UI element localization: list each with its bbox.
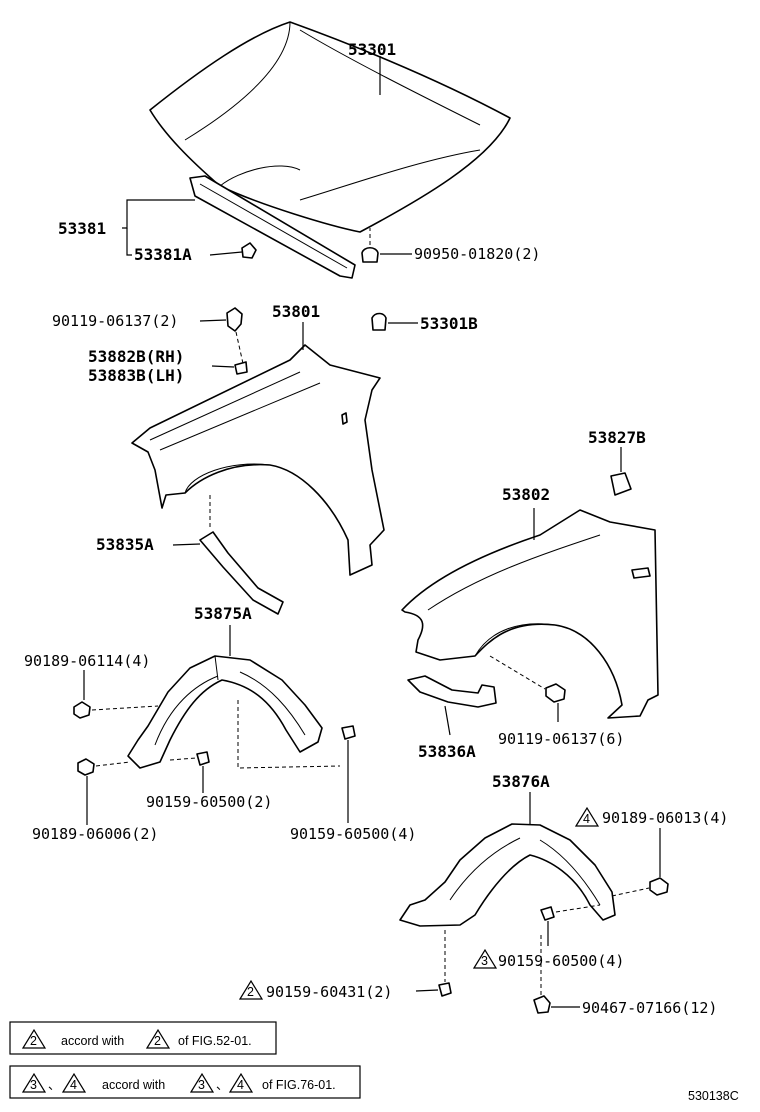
- note2-badge-c: 3: [198, 1078, 205, 1092]
- hood-seal-clip-bracket: [126, 228, 132, 256]
- note2-badge-d: 4: [237, 1078, 244, 1092]
- fender-bolt-bottom-drawing: [489, 655, 566, 703]
- hood-seal-drawing: [189, 175, 356, 279]
- label-fender-lh: 53802: [502, 485, 550, 504]
- hood-cushion-drawing: [361, 228, 379, 263]
- liner-rh-screw-2-drawing: [237, 700, 356, 769]
- fender-brace-lh-leader: [444, 705, 451, 736]
- hood-seal-clip-drawing: [241, 242, 257, 259]
- badge-4-top: 4: [574, 806, 600, 827]
- liner-lh-screw-2-leader: [415, 989, 439, 992]
- hood-stopper-drawing: [371, 312, 387, 331]
- label-liner-rh-screw-1: 90159-60500(2): [146, 793, 272, 811]
- label-liner-lh-screw-2: 90159-60431(2): [266, 983, 392, 1001]
- note2-text: accord with: [102, 1078, 165, 1092]
- note2-badge-a: 3: [30, 1078, 37, 1092]
- label-hood-seal: 53381: [58, 219, 106, 238]
- label-hood-seal-clip: 53381A: [134, 245, 192, 264]
- label-liner-lh-nut: 90467-07166(12): [582, 999, 717, 1017]
- badge-2-bottom: 2: [238, 979, 264, 1000]
- note1-text: accord with: [61, 1034, 124, 1048]
- fender-seal-clip-drawing: [234, 361, 248, 375]
- note2-sep2: 、: [216, 1078, 229, 1092]
- liner-lh-clip-drawing: [611, 877, 669, 897]
- liner-lh-nut-drawing: [533, 935, 551, 1014]
- badge-3-mid: 3: [472, 948, 498, 969]
- label-fender-brace-lh: 53836A: [418, 742, 476, 761]
- figure-code: 530138C: [688, 1089, 739, 1103]
- fender-clip-drawing: [610, 472, 632, 496]
- liner-lh-screw-drawing: [540, 904, 601, 921]
- note-box-2: 3 、 4 accord with 3 、 4 of FIG.76-01.: [9, 1065, 361, 1099]
- label-fender-seal-lh: 53883B(LH): [88, 366, 184, 385]
- label-liner-rh-clip-1: 90189-06114(4): [24, 652, 150, 670]
- label-liner-lh-clip: 90189-06013(4): [602, 809, 728, 827]
- fender-rh-drawing: [131, 344, 385, 576]
- note2-badge-b: 4: [70, 1078, 77, 1092]
- fender-bolt-top-leader: [199, 319, 227, 322]
- label-liner-rh-clip-2: 90189-06006(2): [32, 825, 158, 843]
- hood-seal-leader: [122, 199, 195, 229]
- svg-text:3: 3: [481, 954, 488, 968]
- label-hood: 53301: [348, 40, 396, 59]
- liner-lh-drawing: [399, 823, 616, 927]
- label-hood-stopper: 53301B: [420, 314, 478, 333]
- liner-rh-clip-2-drawing: [77, 758, 131, 776]
- liner-rh-drawing: [127, 655, 323, 769]
- label-hood-cushion: 90950-01820(2): [414, 245, 540, 263]
- fender-lh-drawing: [401, 509, 659, 719]
- fender-brace-rh-leader: [172, 543, 201, 546]
- fender-seal-leader: [211, 365, 235, 368]
- note-box-1: 2 accord with 2 of FIG.52-01.: [9, 1021, 277, 1055]
- label-liner-rh-screw-2: 90159-60500(4): [290, 825, 416, 843]
- liner-rh-screw-1-drawing: [169, 751, 210, 766]
- label-fender-bolt-top: 90119-06137(2): [52, 312, 178, 330]
- note1-ref: of FIG.52-01.: [178, 1034, 252, 1048]
- fender-brace-lh-drawing: [407, 675, 497, 708]
- hood-seal-clip-leader: [209, 251, 243, 256]
- label-fender-clip: 53827B: [588, 428, 646, 447]
- label-fender-rh: 53801: [272, 302, 320, 321]
- label-liner-rh: 53875A: [194, 604, 252, 623]
- label-fender-seal-rh: 53882B(RH): [88, 347, 184, 366]
- label-fender-bolt-bottom: 90119-06137(6): [498, 730, 624, 748]
- note1-badge-a: 2: [30, 1034, 37, 1048]
- note2-sep: 、: [48, 1078, 61, 1092]
- fender-bolt-top-drawing: [226, 307, 245, 369]
- label-fender-brace-rh: 53835A: [96, 535, 154, 554]
- liner-lh-screw-2-drawing: [438, 930, 452, 997]
- label-liner-lh-screw: 90159-60500(4): [498, 952, 624, 970]
- svg-text:4: 4: [583, 812, 590, 826]
- label-liner-lh: 53876A: [492, 772, 550, 791]
- note1-badge-b: 2: [154, 1034, 161, 1048]
- note2-ref: of FIG.76-01.: [262, 1078, 336, 1092]
- fender-brace-rh-drawing: [199, 495, 284, 615]
- svg-text:2: 2: [247, 985, 254, 999]
- liner-rh-clip-1-drawing: [73, 701, 159, 719]
